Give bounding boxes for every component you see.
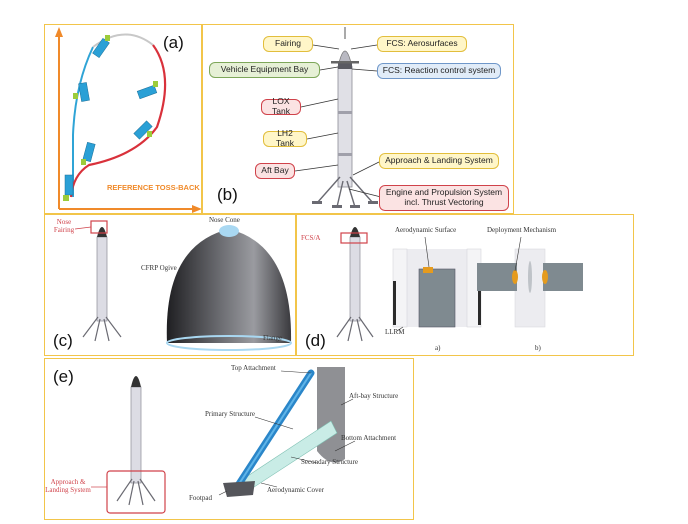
tag-fcs-aerosurfaces: FCS: Aerosurfaces <box>377 36 467 52</box>
panel-a: (a) REFERENCE TOSS-BACK <box>44 24 202 214</box>
nose-fairing-label: Nose Fairing <box>53 218 75 234</box>
panel-e-label: (e) <box>53 367 74 386</box>
panel-e: (e) Approach & Landing System Top Attach… <box>44 358 414 520</box>
secondary-structure-label: Secondary Structure <box>301 458 358 466</box>
aerosurface-diagram <box>336 227 583 342</box>
llrm-label: LLRM <box>385 328 405 336</box>
flange-label: Flange <box>263 334 283 342</box>
tag-vehicle-equipment-bay: Vehicle Equipment Bay <box>209 62 320 78</box>
nose-fairing-diagram <box>74 220 292 351</box>
nose-cone-label: Nose Cone <box>209 216 240 224</box>
cfrp-ogive-label: CFRP Ogive <box>141 264 177 272</box>
panel-d-label: (d) <box>305 331 326 350</box>
panel-a-label: (a) <box>163 33 184 52</box>
primary-structure-label: Primary Structure <box>205 410 255 418</box>
aerodynamic-surface-label: Aerodynamic Surface <box>395 226 457 234</box>
trajectory-label: REFERENCE TOSS-BACK <box>107 183 200 192</box>
footpad-label: Footpad <box>189 494 212 502</box>
bottom-attachment-label: Bottom Attachment <box>341 434 397 442</box>
sub-a-label: a) <box>435 344 441 352</box>
panel-d: FCS/A Aerodynamic Surface Deployment Mec… <box>296 214 634 356</box>
launcher-diagram <box>294 27 382 208</box>
fcs-a-label: FCS/A <box>301 234 321 242</box>
tag-fcs-rcs: FCS: Reaction control system <box>377 63 501 79</box>
aerodynamic-cover-label: Aerodynamic Cover <box>267 486 324 494</box>
tag-lh2-tank: LH2 Tank <box>263 128 307 148</box>
landing-system-diagram <box>91 367 356 514</box>
tag-aft-bay: Aft Bay <box>255 163 295 179</box>
tag-lox-tank: LOX Tank <box>261 96 301 116</box>
sub-b-label: b) <box>535 344 541 352</box>
panel-c: Nose Fairing Nose Cone CFRP Ogive Flange… <box>44 214 296 356</box>
tag-approach-landing-system: Approach & Landing System <box>379 153 499 169</box>
toss-back-trajectory-diagram <box>55 27 201 213</box>
panel-b-label: (b) <box>217 185 238 204</box>
top-attachment-label: Top Attachment <box>231 364 276 372</box>
als-label: Approach & Landing System <box>45 478 91 494</box>
tag-fairing: Fairing <box>263 36 313 52</box>
tag-engine-propulsion: Engine and Propulsion System incl. Thrus… <box>379 185 509 211</box>
panel-c-label: (c) <box>53 331 73 350</box>
panel-b: Fairing FCS: Aerosurfaces Vehicle Equipm… <box>202 24 514 214</box>
deployment-mechanism-label: Deployment Mechanism <box>487 226 557 234</box>
aft-bay-structure-label: Aft-bay Structure <box>349 392 399 400</box>
